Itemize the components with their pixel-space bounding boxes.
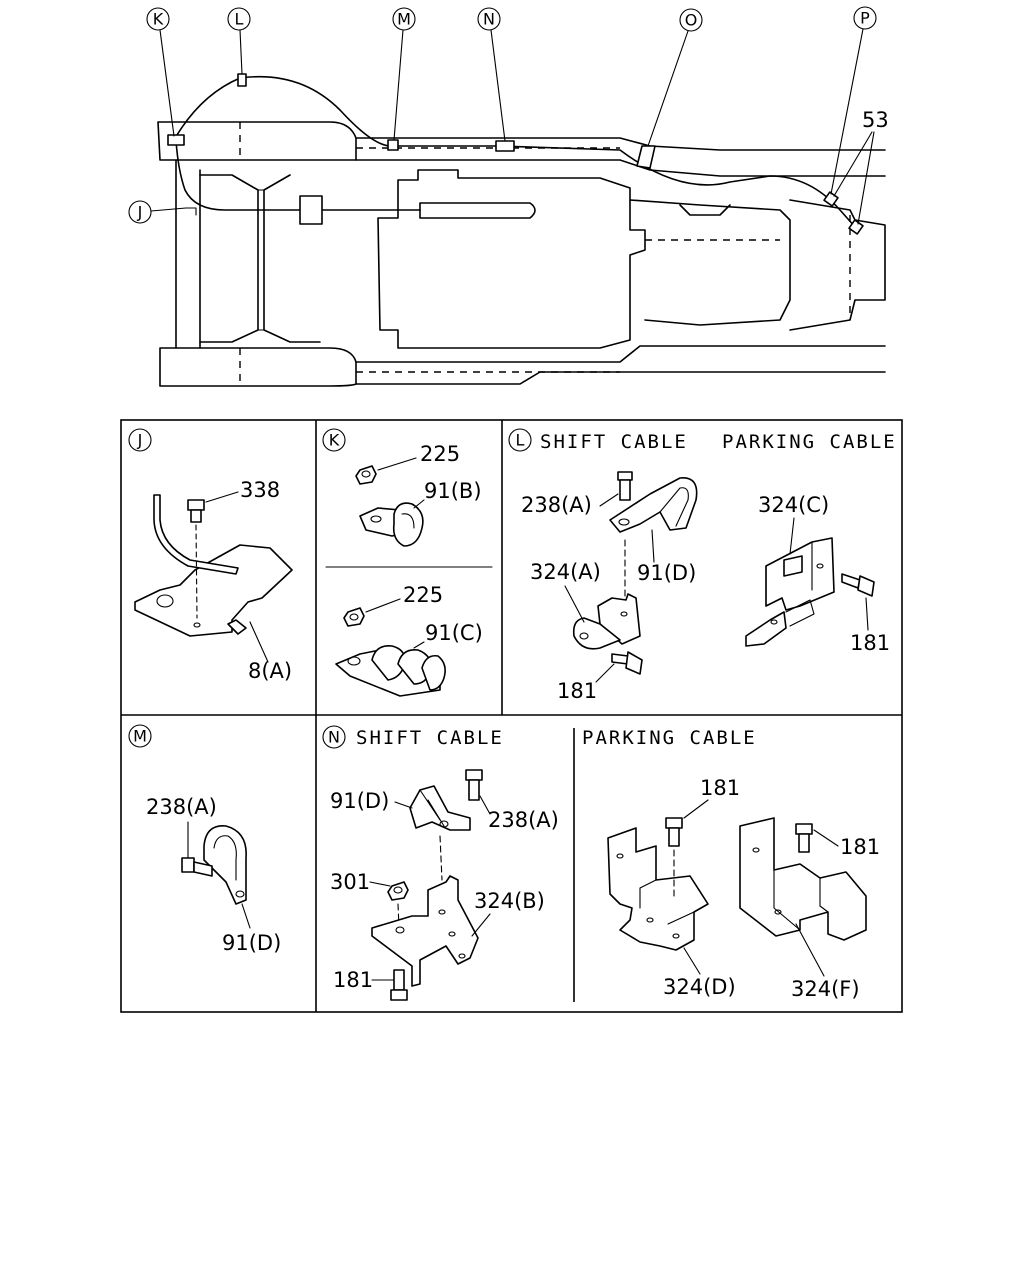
panel-n: N SHIFT CABLE PARKING CABLE 91(D) 238(A)… <box>322 725 880 1001</box>
panel-n-title-parking: PARKING CABLE <box>582 727 757 749</box>
callout-l: L <box>235 10 244 29</box>
label-324b: 324(B) <box>474 889 545 913</box>
callout-k: K <box>153 10 164 29</box>
callout-o: O <box>685 11 698 30</box>
panel-l-letter: L <box>516 431 525 450</box>
label-238a-m: 238(A) <box>146 795 217 819</box>
panel-n-letter: N <box>328 728 340 747</box>
panel-n-title-shift: SHIFT CABLE <box>356 727 504 749</box>
label-91d-l: 91(D) <box>637 561 696 585</box>
label-181-l2: 181 <box>850 631 890 655</box>
label-181-l1: 181 <box>557 679 597 703</box>
label-91b: 91(B) <box>424 479 482 503</box>
label-338: 338 <box>240 478 280 502</box>
panel-k-letter: K <box>329 431 340 450</box>
label-91d-n: 91(D) <box>330 789 389 813</box>
panel-j: J 338 8(A) <box>128 428 293 683</box>
label-181-n2: 181 <box>700 776 740 800</box>
chassis-overview <box>157 73 886 387</box>
panel-l: L SHIFT CABLE PARKING CABLE 238(A) 91(D)… <box>508 428 897 703</box>
panel-j-letter: J <box>137 431 143 450</box>
callout-j: J <box>137 203 143 222</box>
panel-l-title-parking: PARKING CABLE <box>722 431 897 453</box>
callout-p: P <box>860 9 870 28</box>
label-324c: 324(C) <box>758 493 829 517</box>
label-225-bottom: 225 <box>403 583 443 607</box>
label-238a-l: 238(A) <box>521 493 592 517</box>
label-238a-n: 238(A) <box>488 808 559 832</box>
top-callouts: K L M N O P J 53 <box>128 6 889 225</box>
label-301: 301 <box>330 870 370 894</box>
panel-k: K 225 91(B) 225 91(C) <box>322 428 483 697</box>
label-8a: 8(A) <box>248 659 292 683</box>
panel-m-letter: M <box>133 727 147 746</box>
label-225-top: 225 <box>420 442 460 466</box>
label-324d: 324(D) <box>663 975 736 999</box>
label-181-n1: 181 <box>333 968 373 992</box>
label-324f: 324(F) <box>791 977 860 1001</box>
detail-frame <box>120 419 903 1013</box>
callout-m: M <box>397 10 411 29</box>
label-324a: 324(A) <box>530 560 601 584</box>
part-number-53: 53 <box>862 108 889 132</box>
label-91d-m: 91(D) <box>222 931 281 955</box>
panel-m: M 238(A) 91(D) <box>128 724 281 955</box>
callout-n: N <box>483 10 495 29</box>
label-91c: 91(C) <box>425 621 483 645</box>
panel-l-title-shift: SHIFT CABLE <box>540 431 688 453</box>
label-181-n3: 181 <box>840 835 880 859</box>
